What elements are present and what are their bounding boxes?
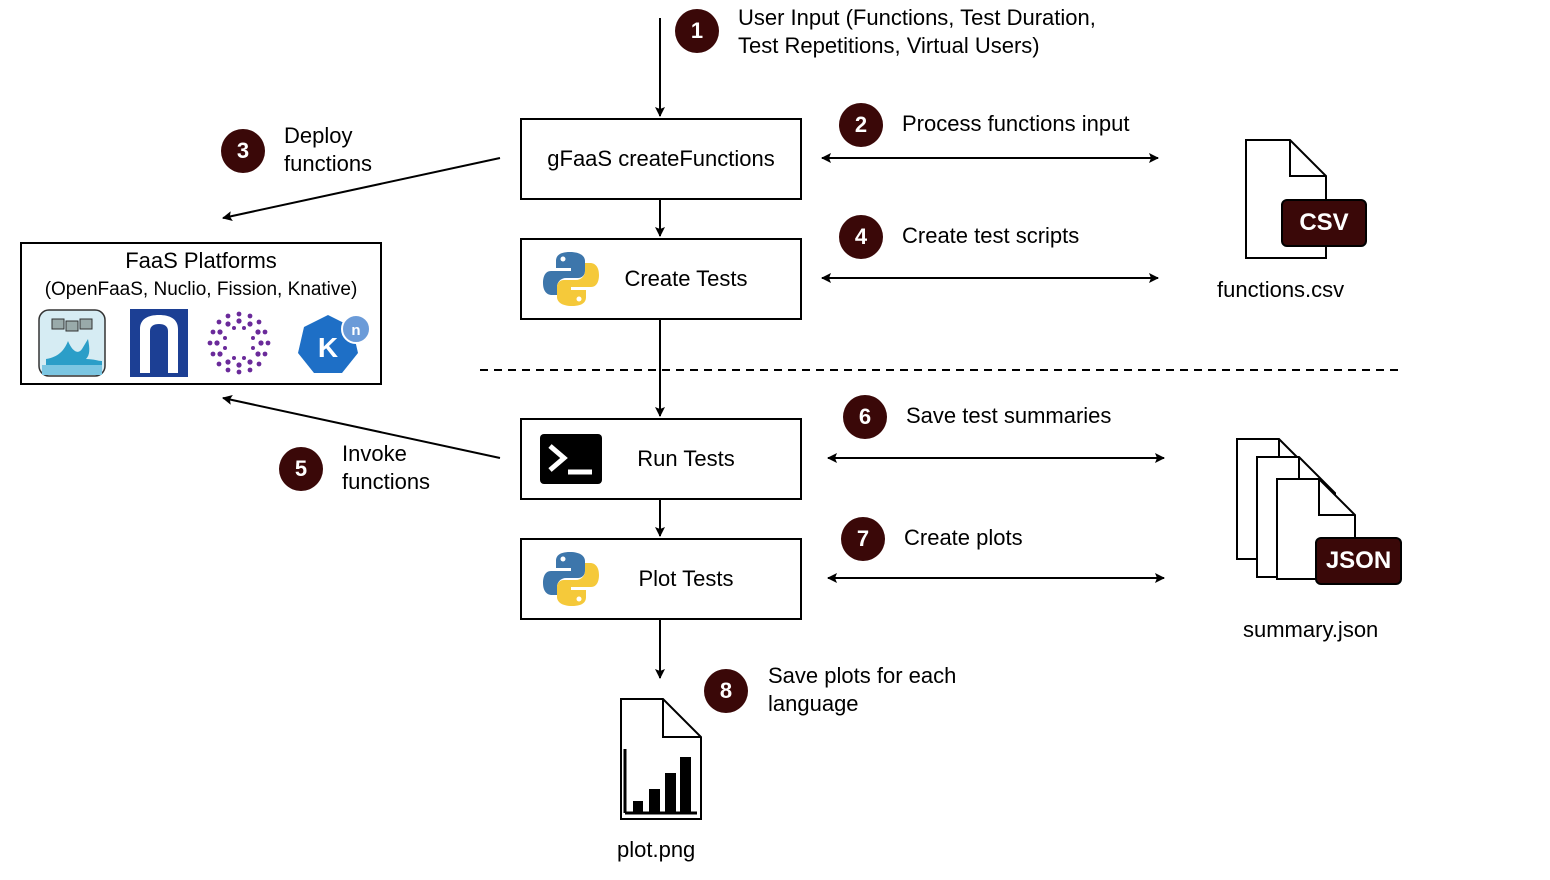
json-filename: summary.json bbox=[1243, 617, 1379, 642]
step-3-badge: 3 bbox=[221, 129, 265, 173]
step-1-line1: User Input (Functions, Test Duration, bbox=[738, 5, 1096, 30]
csv-tag: CSV bbox=[1281, 199, 1367, 247]
run-tests-label: Run Tests bbox=[637, 446, 735, 471]
step-1-badge: 1 bbox=[675, 9, 719, 53]
step-8-badge: 8 bbox=[704, 669, 748, 713]
step-6-label: Save test summaries bbox=[906, 403, 1112, 428]
plot-tests-label: Plot Tests bbox=[638, 566, 734, 591]
step-6-badge: 6 bbox=[843, 395, 887, 439]
step-8-label: Save plots for each language bbox=[768, 662, 956, 718]
step-8-line1: Save plots for each bbox=[768, 663, 957, 688]
svg-text:K: K bbox=[318, 332, 338, 363]
step-3-line2: functions bbox=[284, 151, 373, 176]
openfaas-icon bbox=[38, 309, 106, 377]
json-files-icon bbox=[1236, 438, 1356, 580]
step-7-badge: 7 bbox=[841, 517, 885, 561]
step-1-label: User Input (Functions, Test Duration, Te… bbox=[738, 4, 1096, 60]
step-2-badge: 2 bbox=[839, 103, 883, 147]
step-5-badge: 5 bbox=[279, 447, 323, 491]
step-3-label: Deploy functions bbox=[284, 122, 372, 178]
python-icon bbox=[543, 252, 599, 306]
run-tests-box: Run Tests bbox=[520, 418, 802, 500]
create-functions-label: gFaaS createFunctions bbox=[547, 146, 775, 171]
step-5-line1: Invoke bbox=[342, 441, 407, 466]
faas-platforms-box: FaaS Platforms (OpenFaaS, Nuclio, Fissio… bbox=[20, 242, 382, 385]
csv-filename: functions.csv bbox=[1217, 277, 1345, 302]
png-filename: plot.png bbox=[617, 837, 696, 862]
step-5-label: Invoke functions bbox=[342, 440, 430, 496]
create-functions-box: gFaaS createFunctions bbox=[520, 118, 802, 200]
python-icon bbox=[543, 552, 599, 606]
create-tests-label: Create Tests bbox=[624, 266, 748, 291]
step-2-label: Process functions input bbox=[902, 111, 1130, 136]
step-3-line1: Deploy bbox=[284, 123, 353, 148]
knative-icon: K n bbox=[298, 314, 371, 373]
step-5-line2: functions bbox=[342, 469, 431, 494]
step-4-label: Create test scripts bbox=[902, 223, 1080, 248]
faas-platforms-title: FaaS Platforms bbox=[125, 248, 277, 273]
step-4-badge: 4 bbox=[839, 215, 883, 259]
create-tests-box: Create Tests bbox=[520, 238, 802, 320]
fission-icon bbox=[207, 311, 271, 375]
plot-tests-box: Plot Tests bbox=[520, 538, 802, 620]
terminal-icon bbox=[540, 434, 602, 484]
step-1-line2: Test Repetitions, Virtual Users) bbox=[738, 33, 1040, 58]
step-8-line2: language bbox=[768, 691, 859, 716]
nuclio-icon bbox=[130, 309, 188, 377]
step-7-label: Create plots bbox=[904, 525, 1023, 550]
faas-platforms-subtitle: (OpenFaaS, Nuclio, Fission, Knative) bbox=[44, 279, 358, 300]
png-file-icon bbox=[620, 698, 702, 820]
json-tag: JSON bbox=[1315, 537, 1402, 585]
svg-text:n: n bbox=[351, 322, 360, 339]
